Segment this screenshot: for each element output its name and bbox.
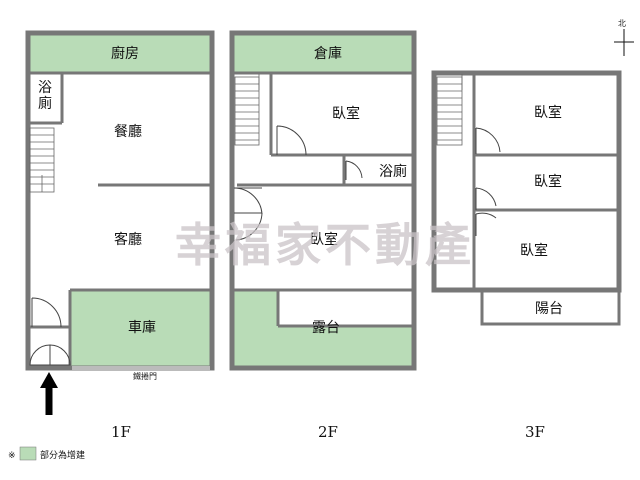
room-label-bathroom-2: 廁 [38, 95, 52, 112]
legend-text: 部分為增建 [40, 449, 85, 461]
entrance-arrow-icon [40, 372, 58, 415]
room-label-bedroom: 臥室 [520, 242, 548, 259]
storage-area [232, 33, 414, 73]
door-arc [345, 160, 363, 180]
legend-swatch [19, 446, 37, 461]
kitchen-area [28, 33, 212, 73]
room-label-garage: 車庫 [128, 319, 156, 336]
watermark: 幸福家不動產 [175, 218, 475, 272]
door-arc [49, 344, 71, 366]
door-arc [475, 127, 501, 154]
room-label-balcony: 陽台 [535, 301, 563, 317]
floor-label-2f: 2F [318, 423, 338, 441]
room-label-bedroom: 臥室 [332, 105, 360, 122]
room-label-living: 客廳 [114, 231, 142, 248]
floor-plan-2f: 倉庫 臥室 浴廁 臥室 露台 2F [229, 30, 417, 441]
stairs-3f [436, 74, 463, 146]
room-label-terrace: 露台 [312, 320, 340, 336]
room-label-kitchen: 廚房 [111, 45, 139, 62]
floor-plan-3f: 臥室 臥室 臥室 陽台 3F [431, 70, 622, 441]
stairs-1f [29, 127, 55, 193]
legend: ※ 部分為增建 [8, 446, 85, 461]
outer-wall-1f [25, 30, 215, 371]
label-iron-gate: 鐵捲門 [133, 371, 157, 381]
room-label-bathroom: 浴廁 [379, 163, 407, 180]
door-arc [31, 297, 62, 328]
stairs-2f [234, 74, 260, 146]
floor-plan-1f: 廚房 浴 廁 餐廳 客廳 車庫 鐵捲門 1F [25, 30, 215, 441]
door-arc [475, 187, 497, 210]
compass-label: 北 [618, 19, 626, 28]
door-arc [276, 125, 307, 156]
room-label-dining: 餐廳 [114, 123, 142, 140]
legend-marker: ※ [8, 451, 16, 461]
north-compass-icon: 北 [614, 19, 634, 56]
door-arc [475, 212, 497, 236]
outer-wall-2f [229, 30, 417, 371]
room-label-bedroom: 臥室 [534, 104, 562, 121]
balcony-wall [480, 290, 621, 326]
room-label-storage: 倉庫 [314, 45, 342, 62]
garage-area [70, 290, 212, 368]
door-arc [29, 344, 51, 366]
room-label-bathroom-1: 浴 [38, 80, 52, 96]
room-label-bedroom: 臥室 [310, 231, 338, 248]
floor-label-3f: 3F [525, 423, 545, 441]
room-label-bedroom: 臥室 [534, 173, 562, 190]
floor-label-1f: 1F [111, 423, 131, 441]
door-arc [233, 187, 263, 215]
door-arc [234, 212, 263, 241]
